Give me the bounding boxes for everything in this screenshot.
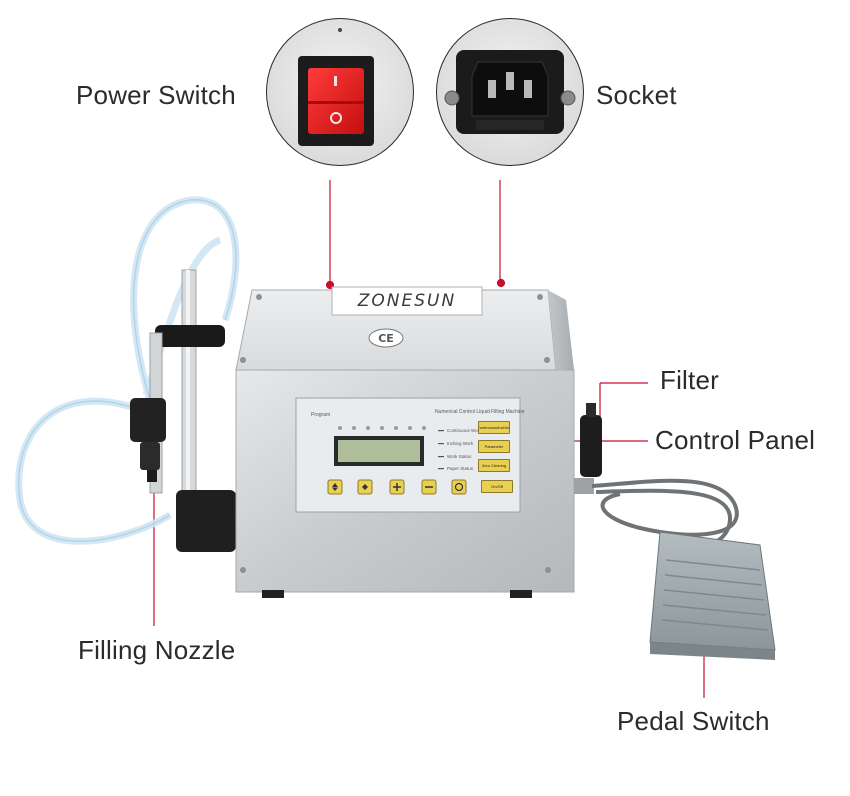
- panel-title: Numerical Control Liquid Filling Machine: [435, 409, 525, 415]
- control-panel: [295, 397, 521, 513]
- program-indicators: [338, 426, 426, 430]
- mode-button-continuous: Continuous/Inching: [478, 421, 510, 434]
- nozzle-arm: [130, 269, 236, 552]
- label-filter: Filter: [660, 365, 719, 395]
- pedal-switch: [649, 531, 776, 660]
- label-control-panel: Control Panel: [655, 425, 816, 455]
- mode-button-onoff: On/Off: [481, 480, 513, 493]
- mode-button-parameter: Parameter: [478, 440, 510, 453]
- filter: [574, 403, 602, 494]
- status-paper: Paper Status: [447, 466, 474, 471]
- label-socket: Socket: [596, 80, 677, 110]
- status-work: Work Status: [447, 454, 472, 459]
- label-filling-nozzle: Filling Nozzle: [78, 635, 236, 665]
- label-power-switch: Power Switch: [76, 80, 236, 110]
- mode-button-zero: Zero Clearing: [478, 459, 510, 472]
- lcd-screen: [338, 440, 420, 462]
- program-label: Program: [311, 412, 331, 418]
- ce-mark: CE: [378, 331, 394, 345]
- power-switch-detail: [266, 18, 414, 166]
- status-continuous: Continuous Work: [447, 428, 482, 433]
- socket-detail: [436, 18, 584, 166]
- status-inching: Inching Work: [447, 441, 474, 446]
- label-pedal-switch: Pedal Switch: [617, 706, 770, 736]
- keypad: [327, 479, 467, 495]
- brand-nameplate: ZONESUN: [357, 291, 457, 311]
